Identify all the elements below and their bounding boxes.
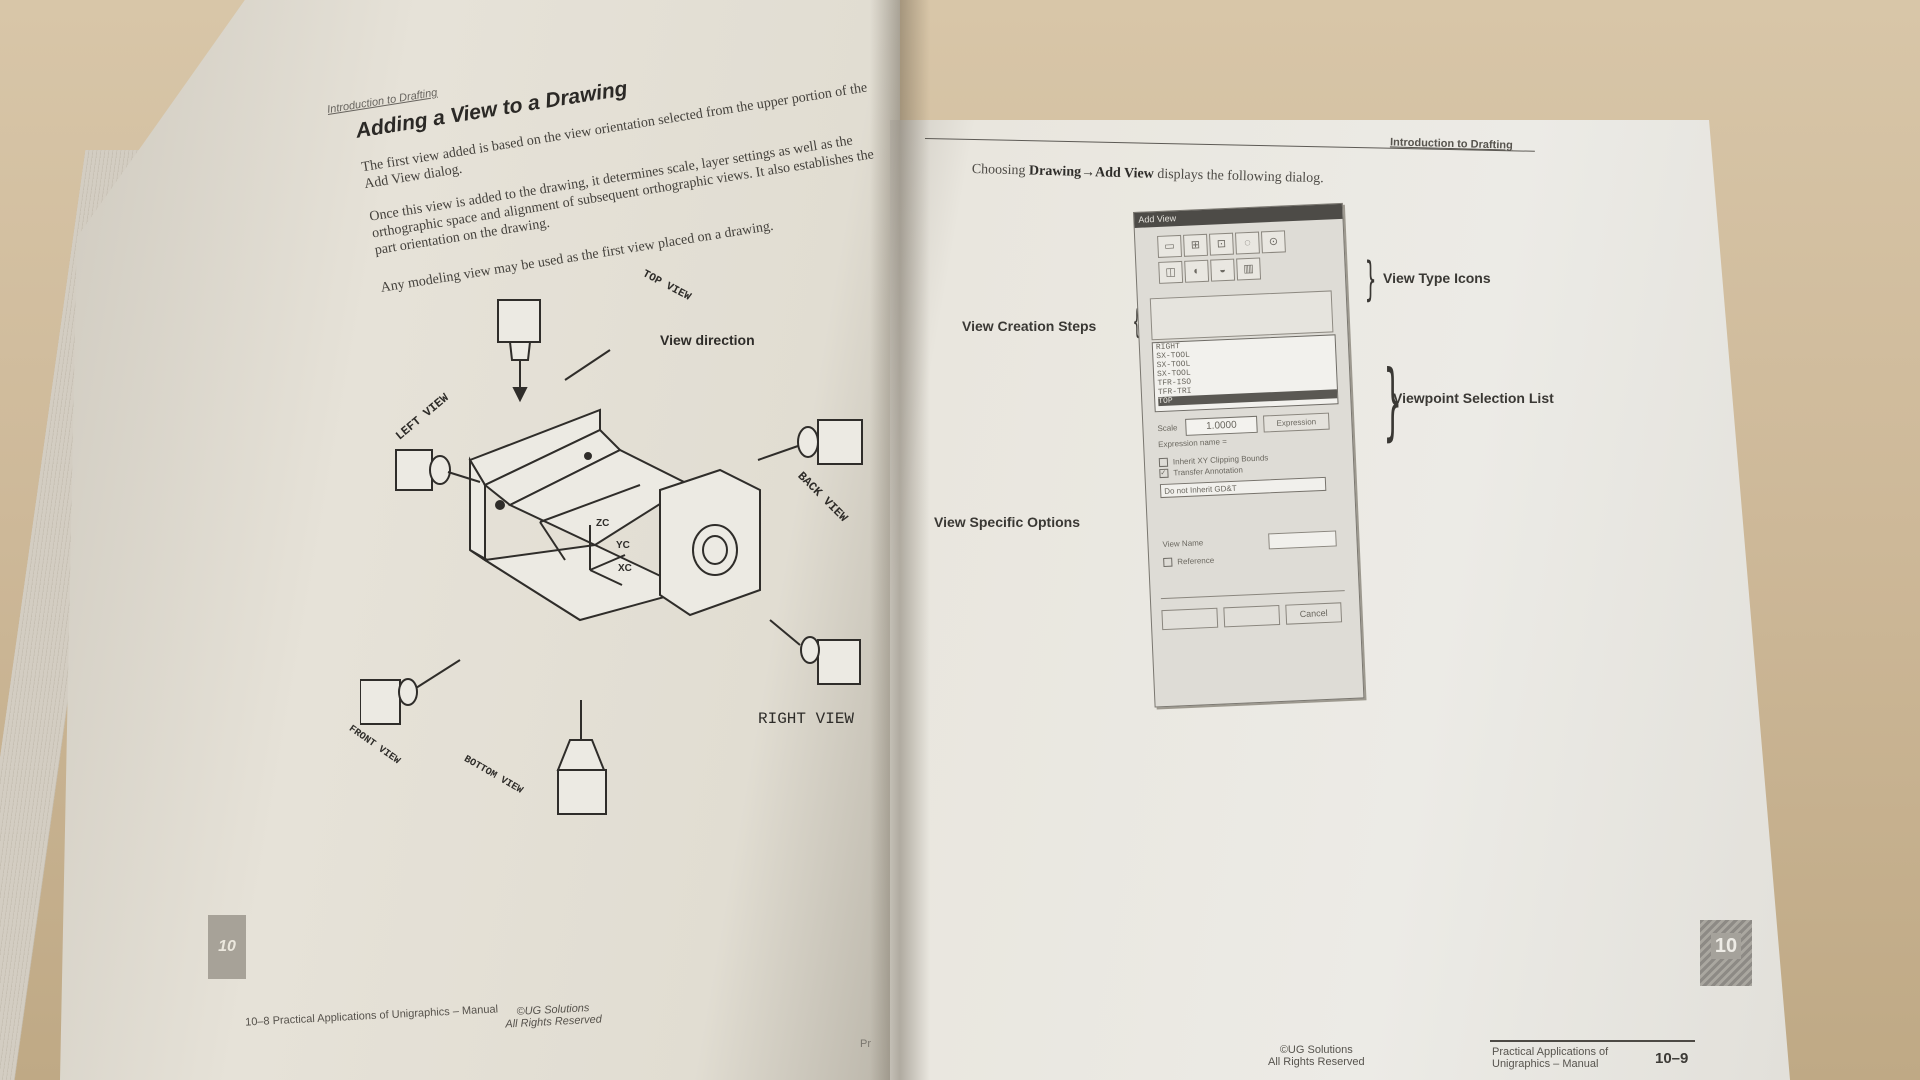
view-name-input[interactable] [1268,530,1337,550]
checkbox-icon[interactable] [1158,458,1169,468]
zc-label: ZC [596,518,610,529]
part-drawing-svg [359,299,863,815]
view-name-label: View Name [1162,538,1204,550]
section-view-icon[interactable]: ⊙ [1260,230,1286,254]
revolved-section-icon[interactable]: ◐ [1184,259,1210,283]
apply-button[interactable] [1223,604,1281,628]
left-edge-text: Pr [860,1038,871,1050]
scale-input[interactable]: 1.0000 [1185,415,1258,436]
transfer-annotation-checkbox[interactable]: ✓ Transfer Annotation [1159,465,1244,479]
cancel-button[interactable]: Cancel [1285,602,1343,625]
intro-menu-path: Drawing→Add View [1028,163,1154,182]
view-type-icon-row: ▭ ⊞ ⊡ ◌ ⊙ ◫ ◐ ◒ ▥ [1157,230,1299,288]
aux-view-icon[interactable]: ⊡ [1209,232,1234,256]
left-chapter-tab: 10 [208,915,246,979]
unfolded-section-icon[interactable]: ▥ [1236,257,1262,281]
transfer-annotation-label: Transfer Annotation [1173,465,1244,478]
detail-view-icon[interactable]: ◌ [1234,231,1260,255]
right-footer-title-line-1: Practical Applications of [1492,1046,1609,1058]
view-creation-steps-panel[interactable] [1149,290,1334,341]
right-footer-title-line-2: Unigraphics – Manual [1492,1058,1599,1070]
right-tab-number: 10 [1710,933,1742,959]
right-copyright-line-1: ©UG Solutions [1279,1044,1353,1056]
view-direction-label: View direction [660,332,755,348]
folded-section-icon[interactable]: ◒ [1210,258,1236,282]
add-view-dialog: Add View ▭ ⊞ ⊡ ◌ ⊙ ◫ ◐ ◒ ▥ RIGHT SX-TOOL… [1133,202,1365,708]
bracket-part [468,408,761,622]
checkbox-icon[interactable] [1163,558,1173,568]
orthographic-views-illustration: TOP VIEW View direction LEFT VIEW BACK V… [346,260,920,820]
expression-button[interactable]: Expression [1263,412,1330,433]
inherit-clip-label: Inherit XY Clipping Bounds [1172,453,1269,467]
viewpoint-list[interactable]: RIGHT SX-TOOL SX-TOOL SX-TOOL TFR-ISO TF… [1151,334,1339,413]
xc-label: XC [618,563,632,574]
viewpoint-brace: } [1383,352,1403,450]
view-type-icons-callout: View Type Icons [1383,270,1491,286]
half-section-icon[interactable]: ◫ [1158,260,1184,284]
inherit-clip-checkbox[interactable]: Inherit XY Clipping Bounds [1158,453,1269,468]
scale-label: Scale [1157,423,1178,434]
intro-suffix: displays the following dialog. [1153,166,1324,187]
left-footer-copyright: ©UG Solutions All Rights Reserved [504,1001,602,1030]
gdt-inherit-select[interactable]: Do not Inherit GD&T [1159,476,1327,499]
view-type-brace: } [1364,252,1377,306]
view-specific-options-callout: View Specific Options [934,514,1081,530]
csys-axes [589,525,626,586]
right-footer-title: Practical Applications of Unigraphics – … [1492,1046,1608,1070]
expression-name-label: Expression name = [1157,437,1228,450]
right-view-label: RIGHT VIEW [758,710,855,728]
yc-label: YC [616,540,630,551]
view-creation-steps-callout: View Creation Steps [962,318,1097,334]
ortho-view-icon[interactable]: ⊞ [1183,233,1208,257]
right-footer-copyright: ©UG Solutions All Rights Reserved [1268,1044,1365,1068]
intro-prefix: Choosing [971,162,1030,179]
viewpoint-selection-list-callout: Viewpoint Selection List [1393,390,1554,406]
ok-button[interactable] [1161,607,1219,631]
right-page-number: 10–9 [1655,1050,1689,1067]
checkmark-icon[interactable]: ✓ [1159,469,1169,479]
right-footer-rule [1490,1040,1695,1042]
reference-label: Reference [1177,555,1215,567]
right-chapter-tab: 10 [1700,920,1752,986]
view-cameras [359,299,863,815]
right-copyright-line-2: All Rights Reserved [1268,1056,1365,1068]
reference-checkbox[interactable]: Reference [1163,556,1214,568]
base-view-icon[interactable]: ▭ [1157,234,1183,258]
book-spine-shadow [870,0,930,1080]
dialog-separator [1160,590,1345,600]
